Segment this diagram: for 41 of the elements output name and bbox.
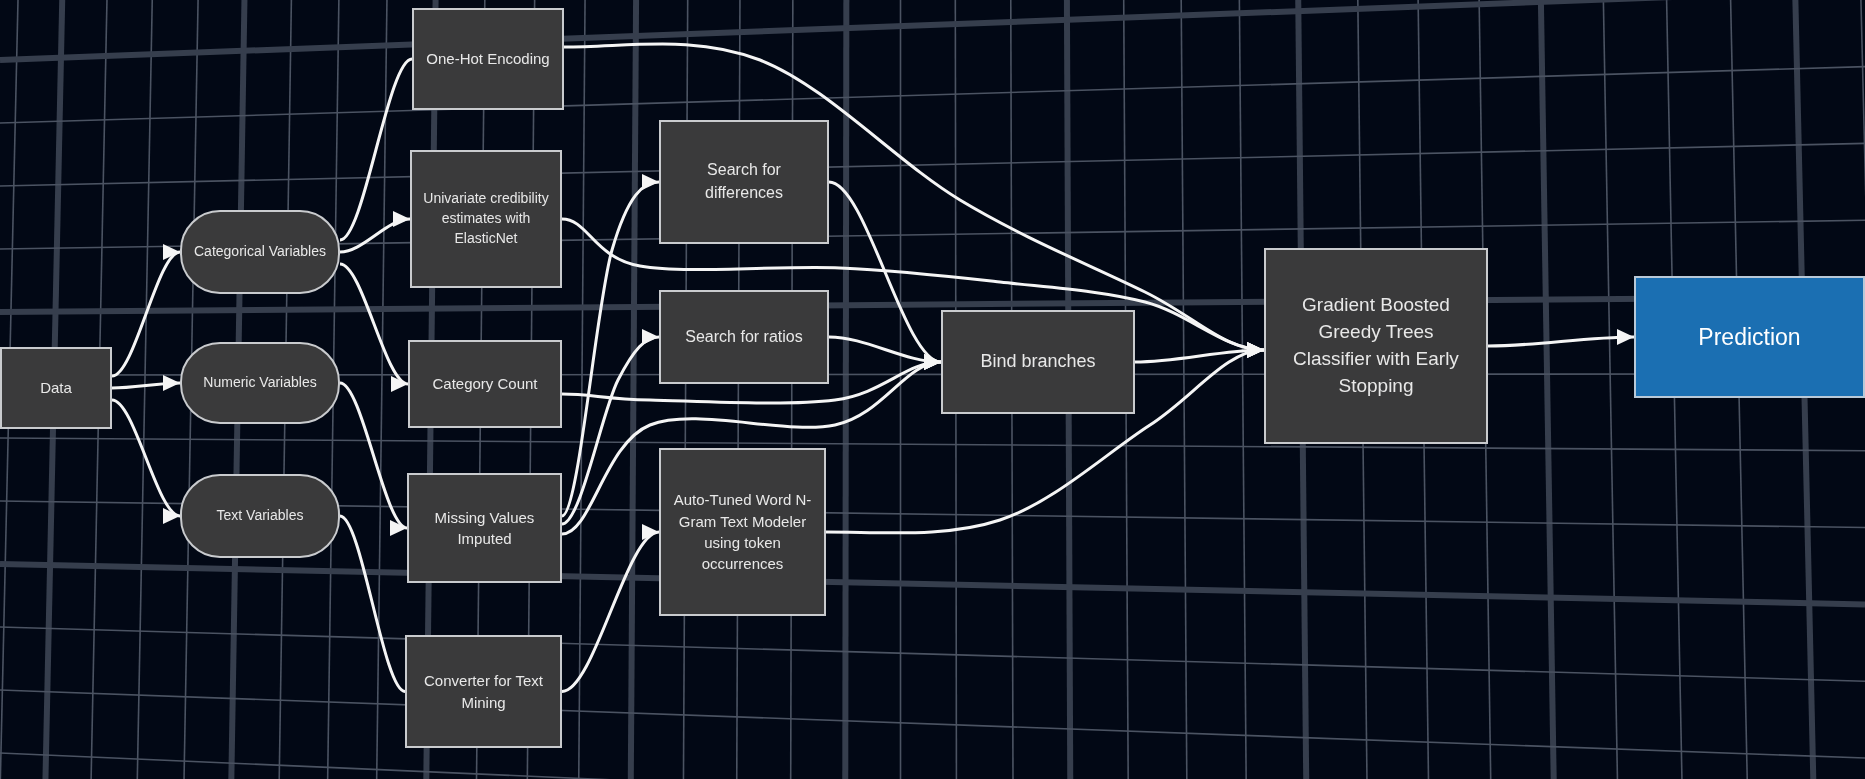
node-label: Bind branches	[980, 350, 1096, 374]
connector-line	[339, 57, 413, 242]
process-box	[410, 150, 562, 288]
process-box	[659, 290, 829, 384]
process-box	[405, 635, 562, 748]
process-box	[1264, 248, 1488, 444]
node-label: Search for ratios	[685, 326, 803, 347]
node-label: Missing Values Imputed	[433, 507, 536, 549]
process-box	[412, 8, 564, 110]
process-box	[941, 310, 1135, 414]
node-label: Gradient Boosted Greedy Trees Classifier with Early Stopping	[1292, 293, 1460, 398]
process-box	[659, 120, 829, 244]
arrow	[339, 381, 408, 536]
arrow	[111, 398, 181, 524]
node-label: Data	[40, 378, 72, 399]
node-label: Prediction	[1698, 322, 1801, 352]
arrow	[111, 375, 181, 391]
rounded-node	[180, 210, 340, 294]
arrow	[826, 342, 1265, 535]
arrow	[339, 211, 411, 254]
node-label: One-Hot Encoding	[426, 49, 550, 70]
process-box	[0, 347, 112, 429]
process-box	[659, 448, 826, 616]
node-label: Auto-Tuned Word N-Gram Text Modeler using token occurrences	[672, 490, 813, 575]
node-label: Univariate credibility estimates with ElasticNet	[422, 189, 550, 248]
arrow	[111, 244, 181, 378]
node-label: Text Variables	[216, 506, 304, 526]
arrow	[828, 335, 942, 370]
connector-line	[339, 514, 406, 693]
node-label: Categorical Variables	[194, 242, 326, 262]
node-label: Numeric Variables	[203, 373, 317, 393]
process-box	[408, 340, 562, 428]
arrow	[1487, 329, 1635, 348]
process-box	[407, 473, 562, 583]
node-label: Search for differences	[704, 160, 784, 203]
output-box	[1634, 276, 1865, 398]
node-label: Converter for Text Mining	[423, 671, 544, 713]
arrow	[561, 329, 660, 526]
arrow	[561, 524, 660, 693]
node-label: Category Count	[432, 374, 538, 395]
arrow	[339, 262, 409, 392]
